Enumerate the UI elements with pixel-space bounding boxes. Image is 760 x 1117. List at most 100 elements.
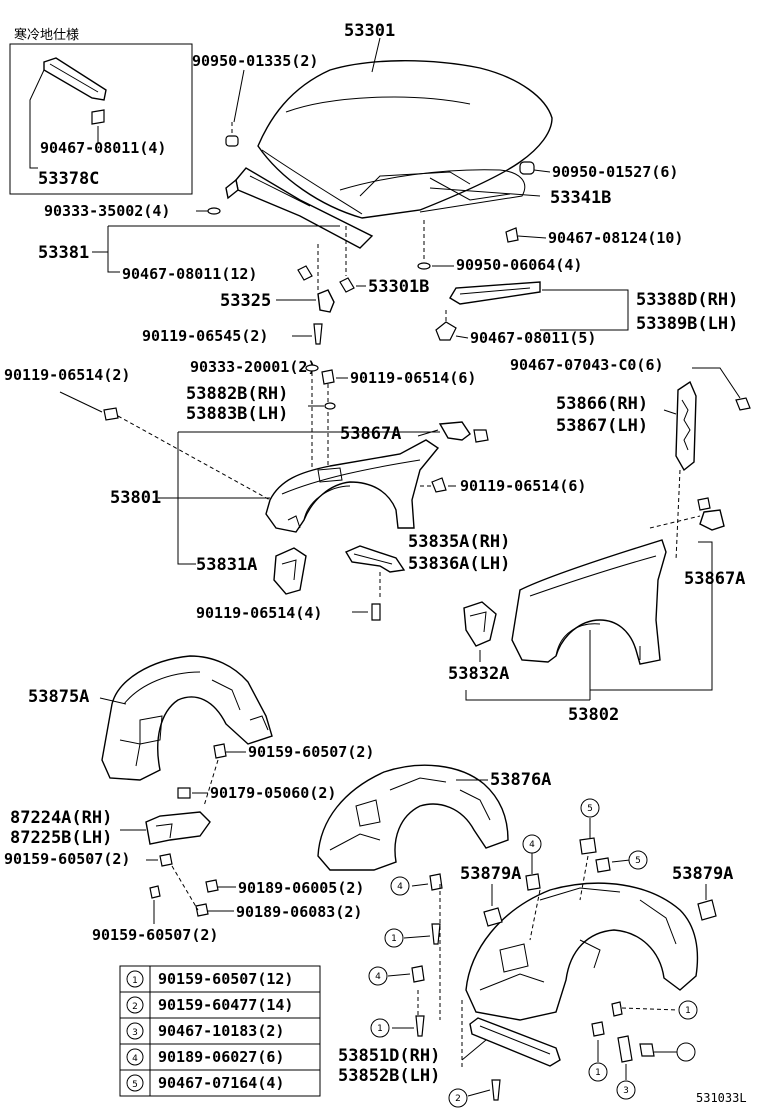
- bolt-90119-06545: [313, 323, 323, 345]
- label-90467-08011-5: 90467-08011(5): [470, 329, 596, 347]
- label-53882B: 53882B(RH): [186, 384, 288, 404]
- label-90189-06083: 90189-06083(2): [236, 903, 362, 921]
- clip-90467-07043: [735, 397, 751, 411]
- label-90179-05060: 90179-05060(2): [210, 784, 336, 802]
- label-53301B: 53301B: [368, 277, 429, 297]
- label-90159-60507-c: 90159-60507(2): [92, 926, 218, 944]
- label-53388D: 53388D(RH): [636, 290, 738, 310]
- hinge-53325: [317, 289, 335, 313]
- inset-clip: [91, 109, 105, 125]
- label-90119-06545: 90119-06545(2): [142, 327, 268, 345]
- cushion-90950-01527: [519, 161, 535, 175]
- svg-text:4: 4: [375, 972, 381, 982]
- bracket-53831A: [273, 547, 307, 595]
- label-53879A-1: 53879A: [460, 864, 521, 884]
- label-90119-06514-4: 90119-06514(4): [196, 604, 322, 622]
- cold-spec-inset: 寒冷地仕様 90467-08011(4) 53378C: [9, 27, 193, 195]
- label-53867: 53867(LH): [556, 416, 648, 436]
- legend-table: 1 90159-60507(12) 2 90159-60477(14) 3 90…: [119, 965, 321, 1097]
- label-53325: 53325: [220, 291, 271, 311]
- label-53883B: 53883B(LH): [186, 404, 288, 424]
- label-53389B: 53389B(LH): [636, 314, 738, 334]
- screw-90159-60507-a: [213, 743, 227, 759]
- legend-num-5: 5: [132, 1080, 138, 1090]
- callout-1-a: [384, 928, 404, 948]
- label-53831A: 53831A: [196, 555, 257, 575]
- label-90333-35002: 90333-35002(4): [44, 202, 170, 220]
- legend-part-1: 90159-60507(12): [158, 970, 293, 988]
- bolt-90119-06514-2: [103, 407, 119, 421]
- callout-circles: 5 5 4 4 1 4 1 1 1 3 2: [368, 798, 698, 1108]
- clip-53867A-2: [697, 497, 711, 511]
- svg-text:2: 2: [455, 1094, 461, 1104]
- fender-seal-53866: [675, 380, 697, 472]
- callout-5-b: [628, 850, 648, 870]
- nut-90189-06083: [195, 903, 209, 917]
- svg-text:4: 4: [397, 882, 403, 892]
- bracket-53832A: [463, 601, 497, 647]
- label-90950-01335: 90950-01335(2): [192, 52, 318, 70]
- clip-90467-08011-12: [297, 265, 313, 281]
- svg-text:1: 1: [377, 1024, 383, 1034]
- label-90467-07043: 90467-07043-C0(6): [510, 356, 664, 374]
- callout-2: [448, 1088, 468, 1108]
- label-87225B: 87225B(LH): [10, 828, 112, 848]
- front-fender-53801: [265, 439, 440, 533]
- striker-53301B: [339, 277, 355, 293]
- label-90119-06514-6a: 90119-06514(6): [350, 369, 476, 387]
- front-fender-53802: [511, 539, 667, 665]
- label-90159-60507-b: 90159-60507(2): [4, 850, 130, 868]
- shield-53851D: [469, 1017, 561, 1067]
- legend-num-2: 2: [132, 1002, 138, 1012]
- label-90467-08011-4: 90467-08011(4): [40, 139, 166, 157]
- svg-text:5: 5: [587, 804, 593, 814]
- label-90119-06514-2: 90119-06514(2): [4, 366, 130, 384]
- legend-num-4: 4: [132, 1054, 138, 1064]
- label-90119-06514-6b: 90119-06514(6): [460, 477, 586, 495]
- label-90950-06064: 90950-06064(4): [456, 256, 582, 274]
- label-53876A: 53876A: [490, 770, 551, 790]
- legend-part-5: 90467-07164(4): [158, 1074, 284, 1092]
- label-53802: 53802: [568, 705, 619, 725]
- label-90189-06005: 90189-06005(2): [238, 879, 364, 897]
- label-53835A: 53835A(RH): [408, 532, 510, 552]
- label-90467-08124: 90467-08124(10): [548, 229, 683, 247]
- fender-liner-53875A: [101, 655, 273, 781]
- label-90467-08011-12: 90467-08011(12): [122, 265, 257, 283]
- label-53852B: 53852B(LH): [338, 1066, 440, 1086]
- legend-num-3: 3: [132, 1028, 138, 1038]
- label-90333-20001: 90333-20001(2): [190, 358, 316, 376]
- label-90950-01527: 90950-01527(6): [552, 163, 678, 181]
- bracket-53867A-2: [699, 509, 725, 531]
- label-87224A: 87224A(RH): [10, 808, 112, 828]
- bolt-90119-06514-4: [371, 603, 381, 621]
- bracket-87224A: [145, 811, 211, 845]
- svg-text:4: 4: [529, 840, 535, 850]
- bracket-53835A: [344, 545, 406, 573]
- cushion-53882B: [324, 402, 336, 410]
- label-53875A: 53875A: [28, 687, 89, 707]
- plug-90950-06064: [417, 262, 431, 270]
- callout-1-c: [678, 1000, 698, 1020]
- callout-3: [616, 1080, 636, 1100]
- clip-90467-08124: [505, 227, 519, 243]
- inset-title: 寒冷地仕様: [14, 27, 79, 43]
- callout-1-b: [370, 1018, 390, 1038]
- legend-part-2: 90159-60477(14): [158, 996, 293, 1014]
- label-53851D: 53851D(RH): [338, 1046, 440, 1066]
- callout-5-a: [580, 798, 600, 818]
- fender-liner-53876A: [317, 764, 509, 871]
- inset-frame: [9, 43, 193, 195]
- seal-53388D: [449, 281, 541, 305]
- svg-text:1: 1: [685, 1006, 691, 1016]
- callout-4-a: [522, 834, 542, 854]
- svg-text:1: 1: [391, 934, 397, 944]
- nut-90189-06005: [205, 879, 219, 893]
- fender-liner-53879A: [465, 882, 699, 1021]
- legend-num-1: 1: [132, 976, 138, 986]
- plug-90333-20001: [305, 364, 319, 372]
- callout-4-b: [390, 876, 410, 896]
- label-53866: 53866(RH): [556, 394, 648, 414]
- svg-text:1: 1: [595, 1068, 601, 1078]
